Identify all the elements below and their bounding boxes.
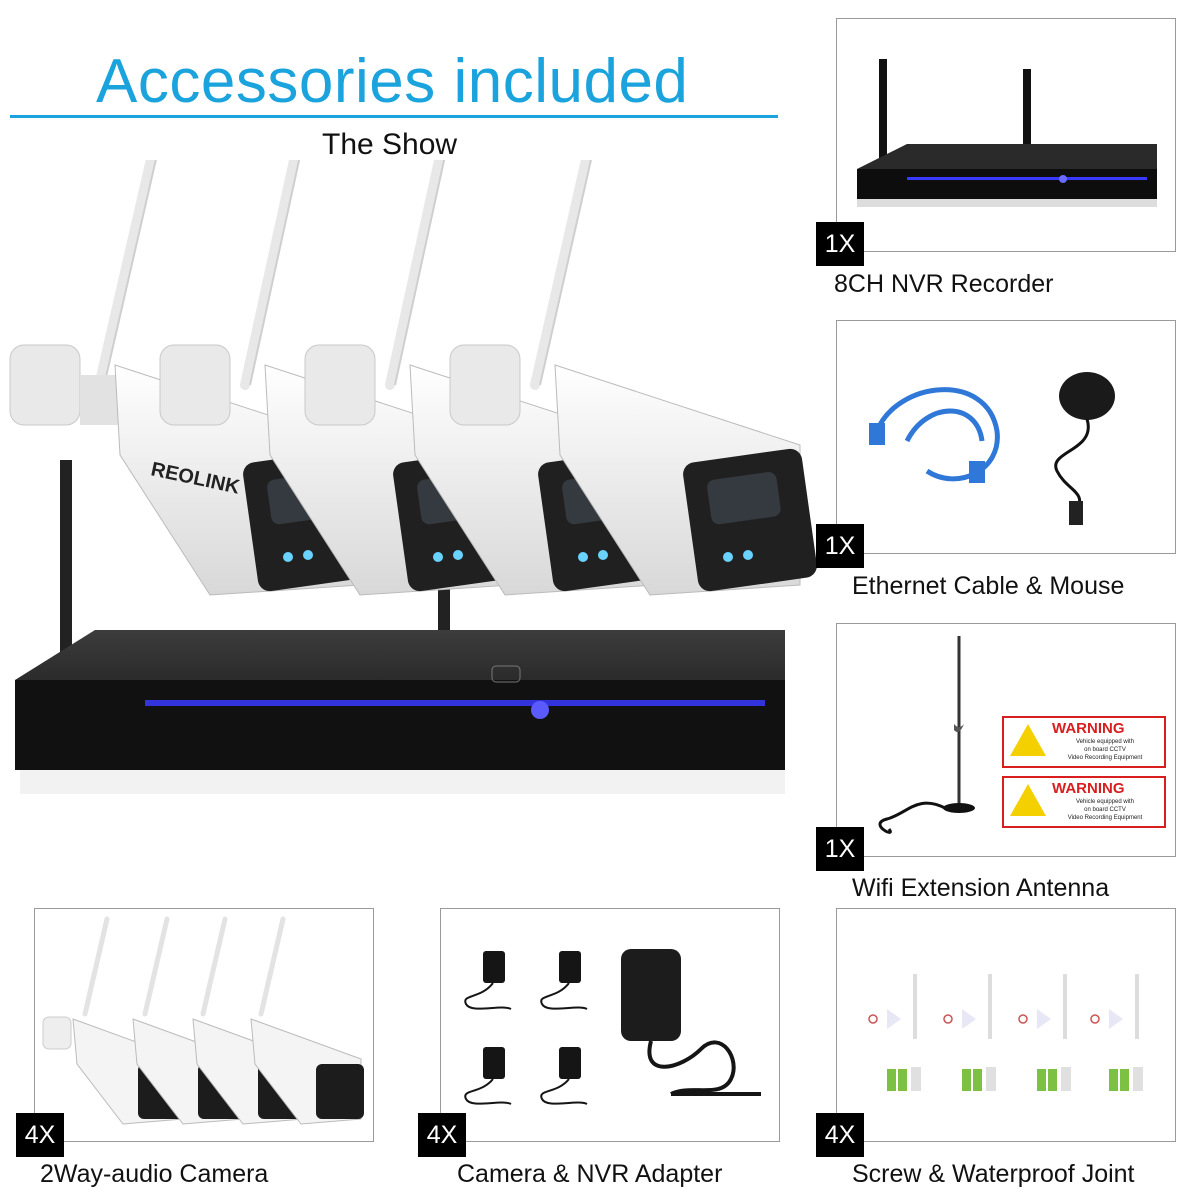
item-card-adapters [440,908,780,1142]
warning-triangle-icon [1010,724,1046,756]
item-card-cameras [34,908,374,1142]
antenna-image [878,636,975,834]
item-card-screws [836,908,1176,1142]
qty-badge: 4X [816,1113,864,1157]
page-title: Accessories included [96,47,689,116]
item-card-antenna: WARNING Vehicle equipped with on board C… [836,623,1176,857]
item-caption: Wifi Extension Antenna [852,874,1110,902]
cameras-image [42,916,364,1125]
warning-text: Vehicle equipped with on board CCTV Vide… [1067,799,1143,821]
page-subtitle: The Show [322,128,458,161]
warning-text: Vehicle equipped with on board CCTV Vide… [1067,739,1143,761]
ethernet-mouse-image [869,372,1115,525]
hero-nvr [15,630,785,794]
item-caption: Camera & NVR Adapter [457,1160,723,1188]
item-card-nvr [836,18,1176,252]
qty-badge: 4X [418,1113,466,1157]
item-card-ethernet-mouse [836,320,1176,554]
warning-triangle-icon [1010,784,1046,816]
qty-badge: 1X [816,524,864,568]
hero-product-image: REOLINK [0,160,820,850]
warning-title: WARNING [1052,780,1125,797]
item-caption: Ethernet Cable & Mouse [852,572,1125,600]
title-underline [10,115,778,118]
qty-badge: 4X [16,1113,64,1157]
qty-badge: 1X [816,827,864,871]
screws-image [868,974,1143,1091]
hero-cameras: REOLINK [9,344,817,596]
item-caption: 8CH NVR Recorder [834,270,1054,298]
nvr-antenna-left [60,460,72,660]
warning-title: WARNING [1052,720,1125,737]
warning-label: WARNING Vehicle equipped with on board C… [1002,776,1166,828]
warning-label: WARNING Vehicle equipped with on board C… [1002,716,1166,768]
camera-antennas [93,160,592,395]
item-caption: Screw & Waterproof Joint [852,1160,1135,1188]
qty-badge: 1X [816,222,864,266]
adapters-image [464,949,761,1105]
item-caption: 2Way-audio Camera [40,1160,269,1188]
nvr-recorder-image [857,59,1157,207]
